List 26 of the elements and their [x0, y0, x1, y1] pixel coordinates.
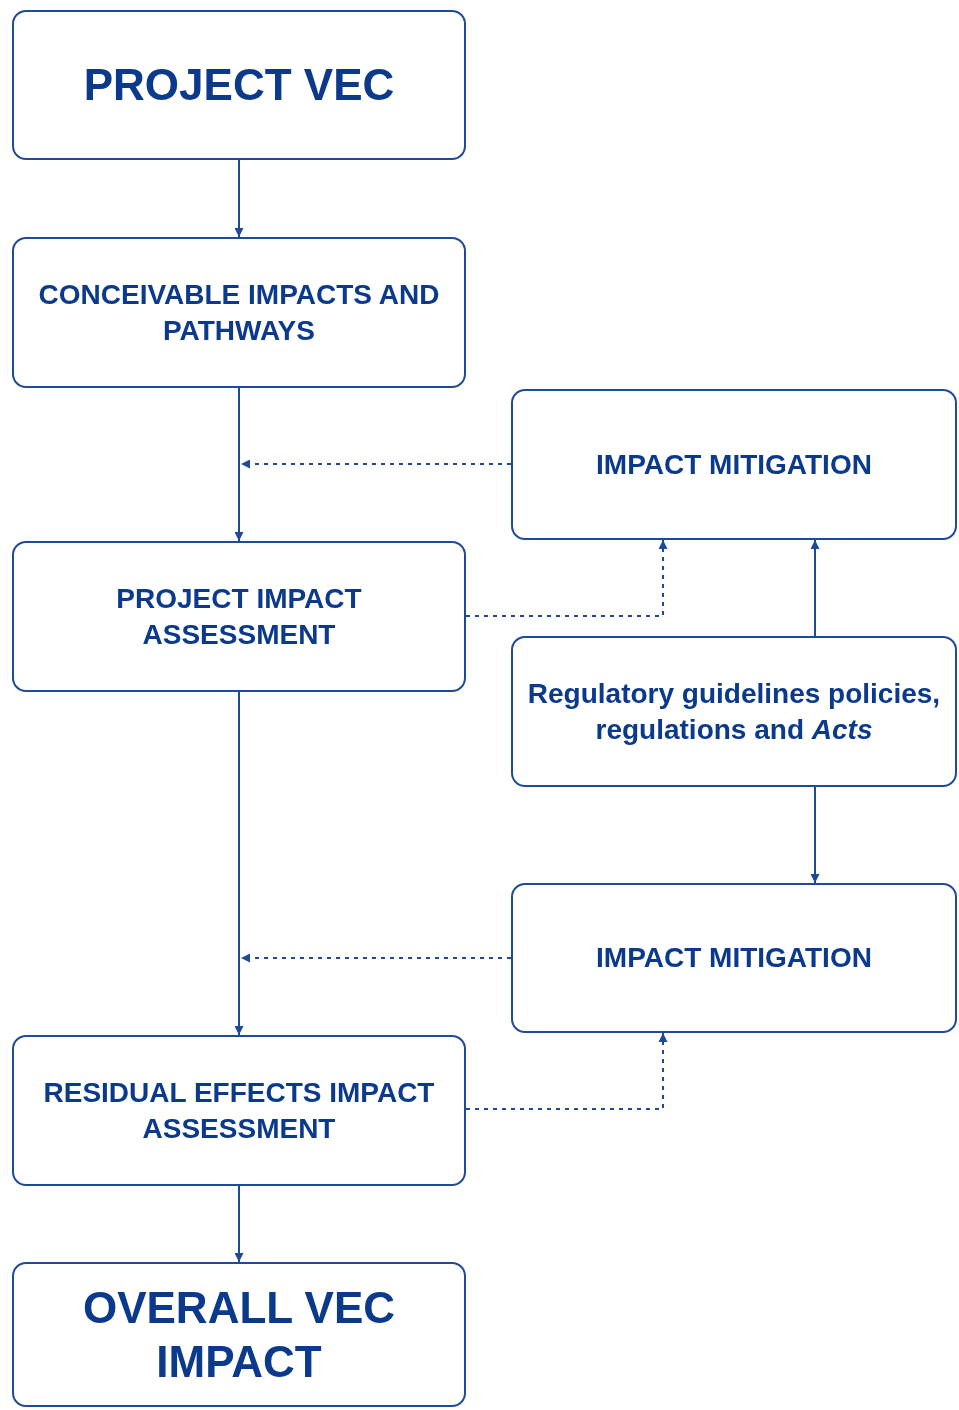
box-text: Regulatory guidelines policies, regulations and Acts [526, 676, 942, 747]
dashed-arrow [240, 459, 512, 469]
box-text: IMPACT MITIGATION [596, 447, 872, 482]
box-text: OVERALL VEC IMPACT [81, 1281, 397, 1388]
dashed-arrow [240, 953, 512, 963]
box-text: PROJECT VEC [83, 59, 395, 111]
box-text: PROJECT IMPACT ASSESSMENT [115, 581, 363, 652]
arrow [810, 539, 820, 637]
process-box [12, 1262, 466, 1407]
process-box [12, 10, 466, 160]
process-box [511, 883, 957, 1033]
dashed-arrow [465, 539, 668, 617]
process-box [12, 1035, 466, 1186]
arrow [234, 691, 244, 1036]
process-box [511, 636, 957, 787]
arrow [234, 387, 244, 542]
arrow [234, 1185, 244, 1263]
box-text: RESIDUAL EFFECTS IMPACT ASSESSMENT [42, 1075, 436, 1146]
process-box [12, 237, 466, 388]
box-text: CONCEIVABLE IMPACTS AND PATHWAYS [37, 277, 441, 348]
dashed-arrow [465, 1032, 668, 1110]
process-box [12, 541, 466, 692]
box-text: IMPACT MITIGATION [596, 941, 872, 975]
arrow [234, 159, 244, 238]
process-box [511, 389, 957, 540]
arrow [810, 786, 820, 884]
